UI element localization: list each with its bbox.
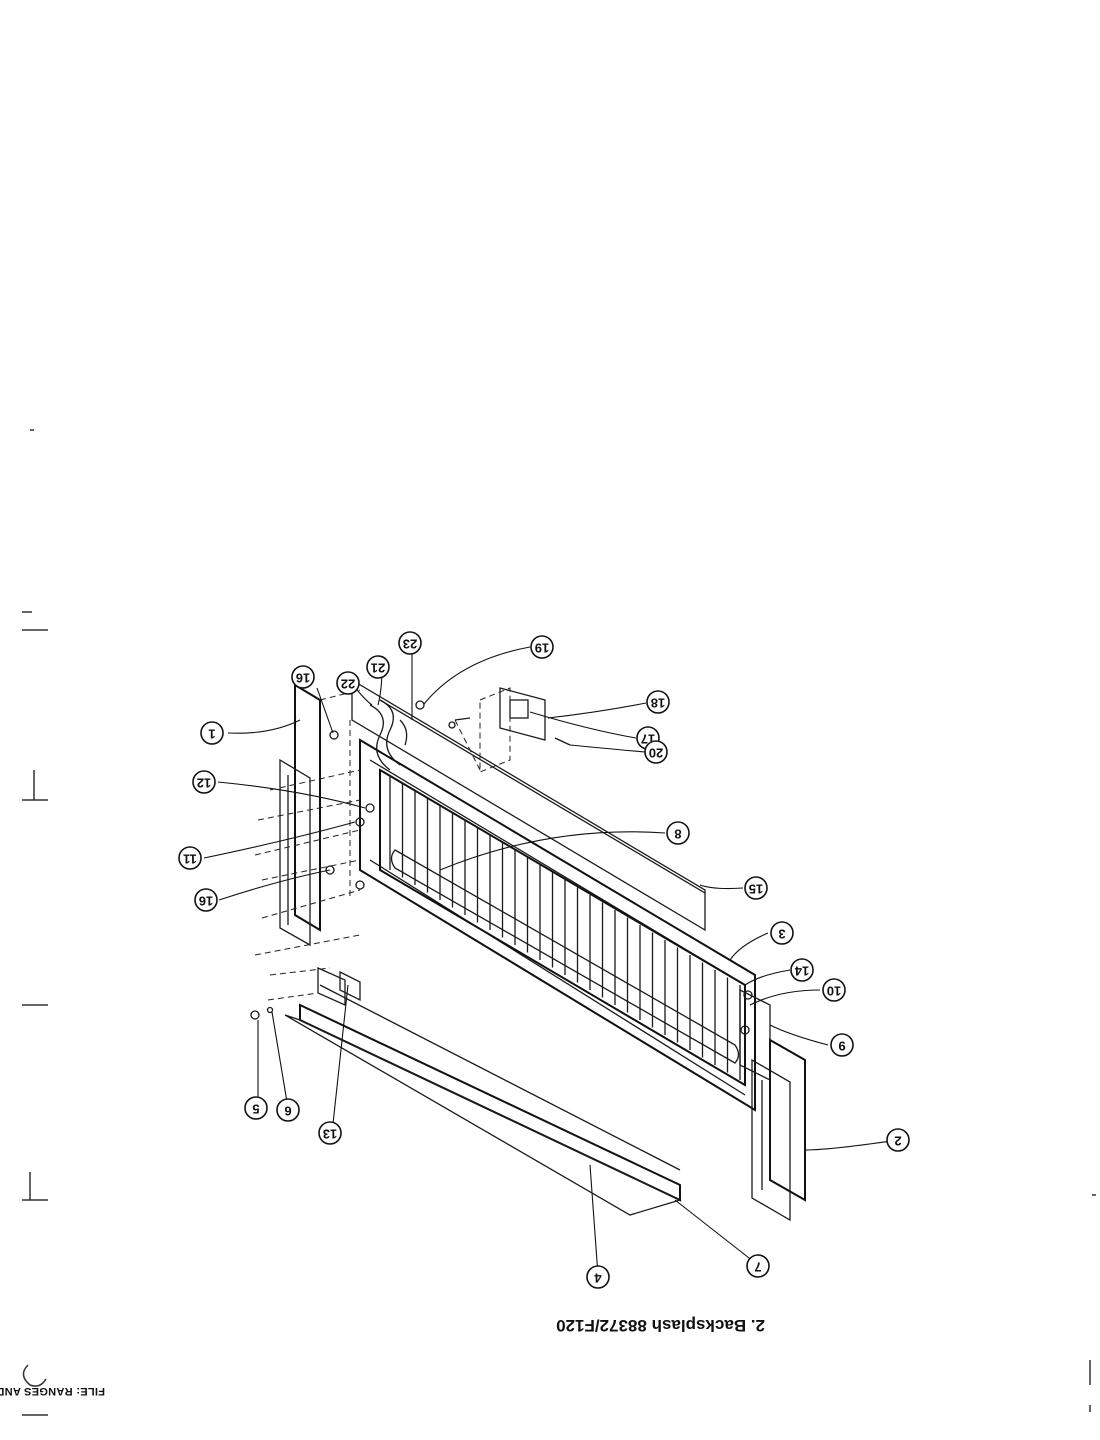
- callout-13: 13: [318, 1121, 342, 1145]
- callout-2: 2: [886, 1128, 910, 1152]
- callout-6: 6: [276, 1098, 300, 1122]
- figure-caption: 2. Backsplash 88372/F120: [556, 1316, 765, 1335]
- callout-15: 15: [744, 876, 768, 900]
- callout-20-label: 20: [649, 746, 663, 761]
- callout-9-label: 9: [838, 1039, 845, 1054]
- callout-14: 14: [790, 958, 814, 982]
- fasteners: [250, 700, 753, 1035]
- callout-1-label: 1: [208, 727, 215, 742]
- callout-3-label: 3: [778, 927, 785, 942]
- part-15-top-flange: [351, 678, 706, 932]
- callout-18-label: 18: [651, 696, 665, 711]
- callout-7: 7: [746, 1254, 770, 1278]
- callout-19-label: 19: [535, 641, 549, 656]
- wiring-harness: [369, 699, 408, 771]
- callout-23: 23: [398, 631, 422, 655]
- callout-21: 21: [366, 655, 390, 679]
- grille-tube: [390, 849, 740, 1064]
- margin-marks: [22, 429, 1096, 1416]
- callout-12: 12: [192, 770, 216, 794]
- part-13-end-clip: [317, 966, 361, 1007]
- callout-10-label: 10: [827, 984, 841, 999]
- callout-16-upper: 16: [291, 665, 315, 689]
- file-label: FILE: RANGES AND GRILLS: [0, 1385, 105, 1397]
- callout-18: 18: [646, 690, 670, 714]
- callout-22: 22: [336, 671, 360, 695]
- callout-3: 3: [770, 921, 794, 945]
- callout-21-label: 21: [371, 661, 385, 676]
- callout-22-label: 22: [341, 677, 355, 692]
- callout-16-upper-label: 16: [296, 671, 310, 686]
- callout-8: 8: [666, 821, 690, 845]
- callout-16-lower: 16: [194, 888, 218, 912]
- callout-14-label: 14: [794, 964, 809, 979]
- callout-5-label: 5: [252, 1102, 259, 1117]
- callout-6-label: 6: [284, 1104, 291, 1119]
- callout-10: 10: [822, 978, 846, 1002]
- callout-4: 4: [586, 1265, 610, 1289]
- part-1-left-end-bracket: [279, 683, 321, 947]
- part-4-bottom-trim: [284, 984, 682, 1216]
- callout-19: 19: [530, 635, 554, 659]
- part-17-18-20-terminal-block: [454, 687, 571, 773]
- callout-8-label: 8: [674, 827, 681, 842]
- callout-2-label: 2: [894, 1134, 901, 1149]
- callout-4-label: 4: [594, 1271, 602, 1286]
- callout-12-label: 12: [197, 776, 211, 791]
- callout-23-label: 23: [403, 637, 417, 652]
- callout-5: 5: [244, 1096, 268, 1120]
- callout-11: 11: [178, 846, 202, 870]
- callout-16-lower-label: 16: [199, 894, 213, 909]
- callout-9: 9: [830, 1033, 854, 1057]
- callout-20: 20: [644, 740, 668, 764]
- leader-lines: [203, 643, 899, 1276]
- grille-slats: [389, 775, 741, 1080]
- part-2-right-end-bracket: [739, 988, 806, 1222]
- callout-15-label: 15: [749, 882, 763, 897]
- callout-7-label: 7: [754, 1260, 761, 1275]
- callout-13-label: 13: [323, 1127, 337, 1142]
- callout-11-label: 11: [183, 852, 197, 867]
- callout-1: 1: [200, 721, 224, 745]
